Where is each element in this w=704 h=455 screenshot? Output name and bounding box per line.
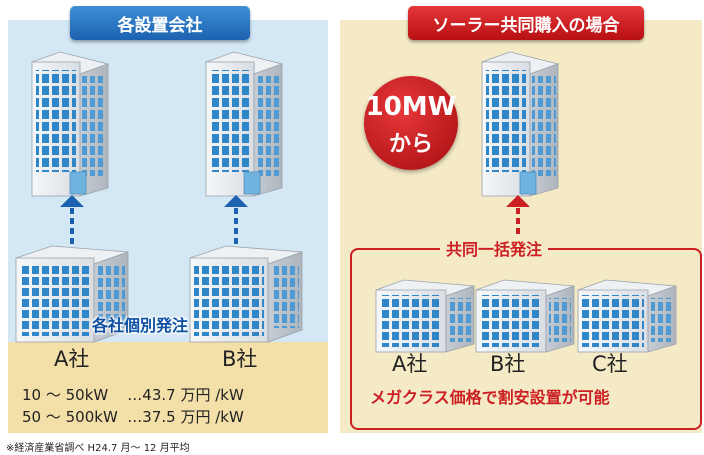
- office-building-icon: [189, 245, 303, 343]
- company-c-label: C社: [592, 352, 628, 376]
- office-building-icon: [15, 245, 129, 343]
- company-b-label: B社: [490, 352, 526, 376]
- right-panel-title: ソーラー共同購入の場合: [408, 6, 644, 40]
- price-panel: [8, 342, 328, 433]
- badge-from: から: [388, 132, 433, 157]
- company-a-label: A社: [392, 352, 428, 376]
- tall-building-icon: [30, 51, 110, 197]
- badge-capacity: 10MW: [365, 92, 457, 122]
- office-building-icon: [475, 279, 575, 353]
- source-footnote: ※経済産業省調べ H24.7 月～ 12 月平均: [6, 443, 190, 454]
- mega-price-caption: メガクラス価格で割安設置が可能: [370, 388, 610, 407]
- individual-order-label: 各社個別発注: [92, 316, 189, 335]
- company-b-label: B社: [222, 347, 258, 371]
- office-building-icon: [375, 279, 475, 353]
- tall-building-icon: [204, 51, 284, 197]
- arrow-up-icon: [60, 195, 84, 246]
- price-row: 50 ～ 500kW …37.5 万円 /kW: [22, 408, 244, 426]
- group-order-title: 共同一括発注: [440, 236, 549, 260]
- capacity-badge: 10MW から: [364, 76, 458, 170]
- left-panel-title: 各設置会社: [70, 6, 250, 40]
- tall-building-icon: [480, 51, 560, 197]
- office-building-icon: [577, 279, 677, 353]
- price-row: 10 ～ 50kW …43.7 万円 /kW: [22, 386, 244, 404]
- arrow-up-icon: [224, 195, 248, 246]
- company-a-label: A社: [54, 347, 90, 371]
